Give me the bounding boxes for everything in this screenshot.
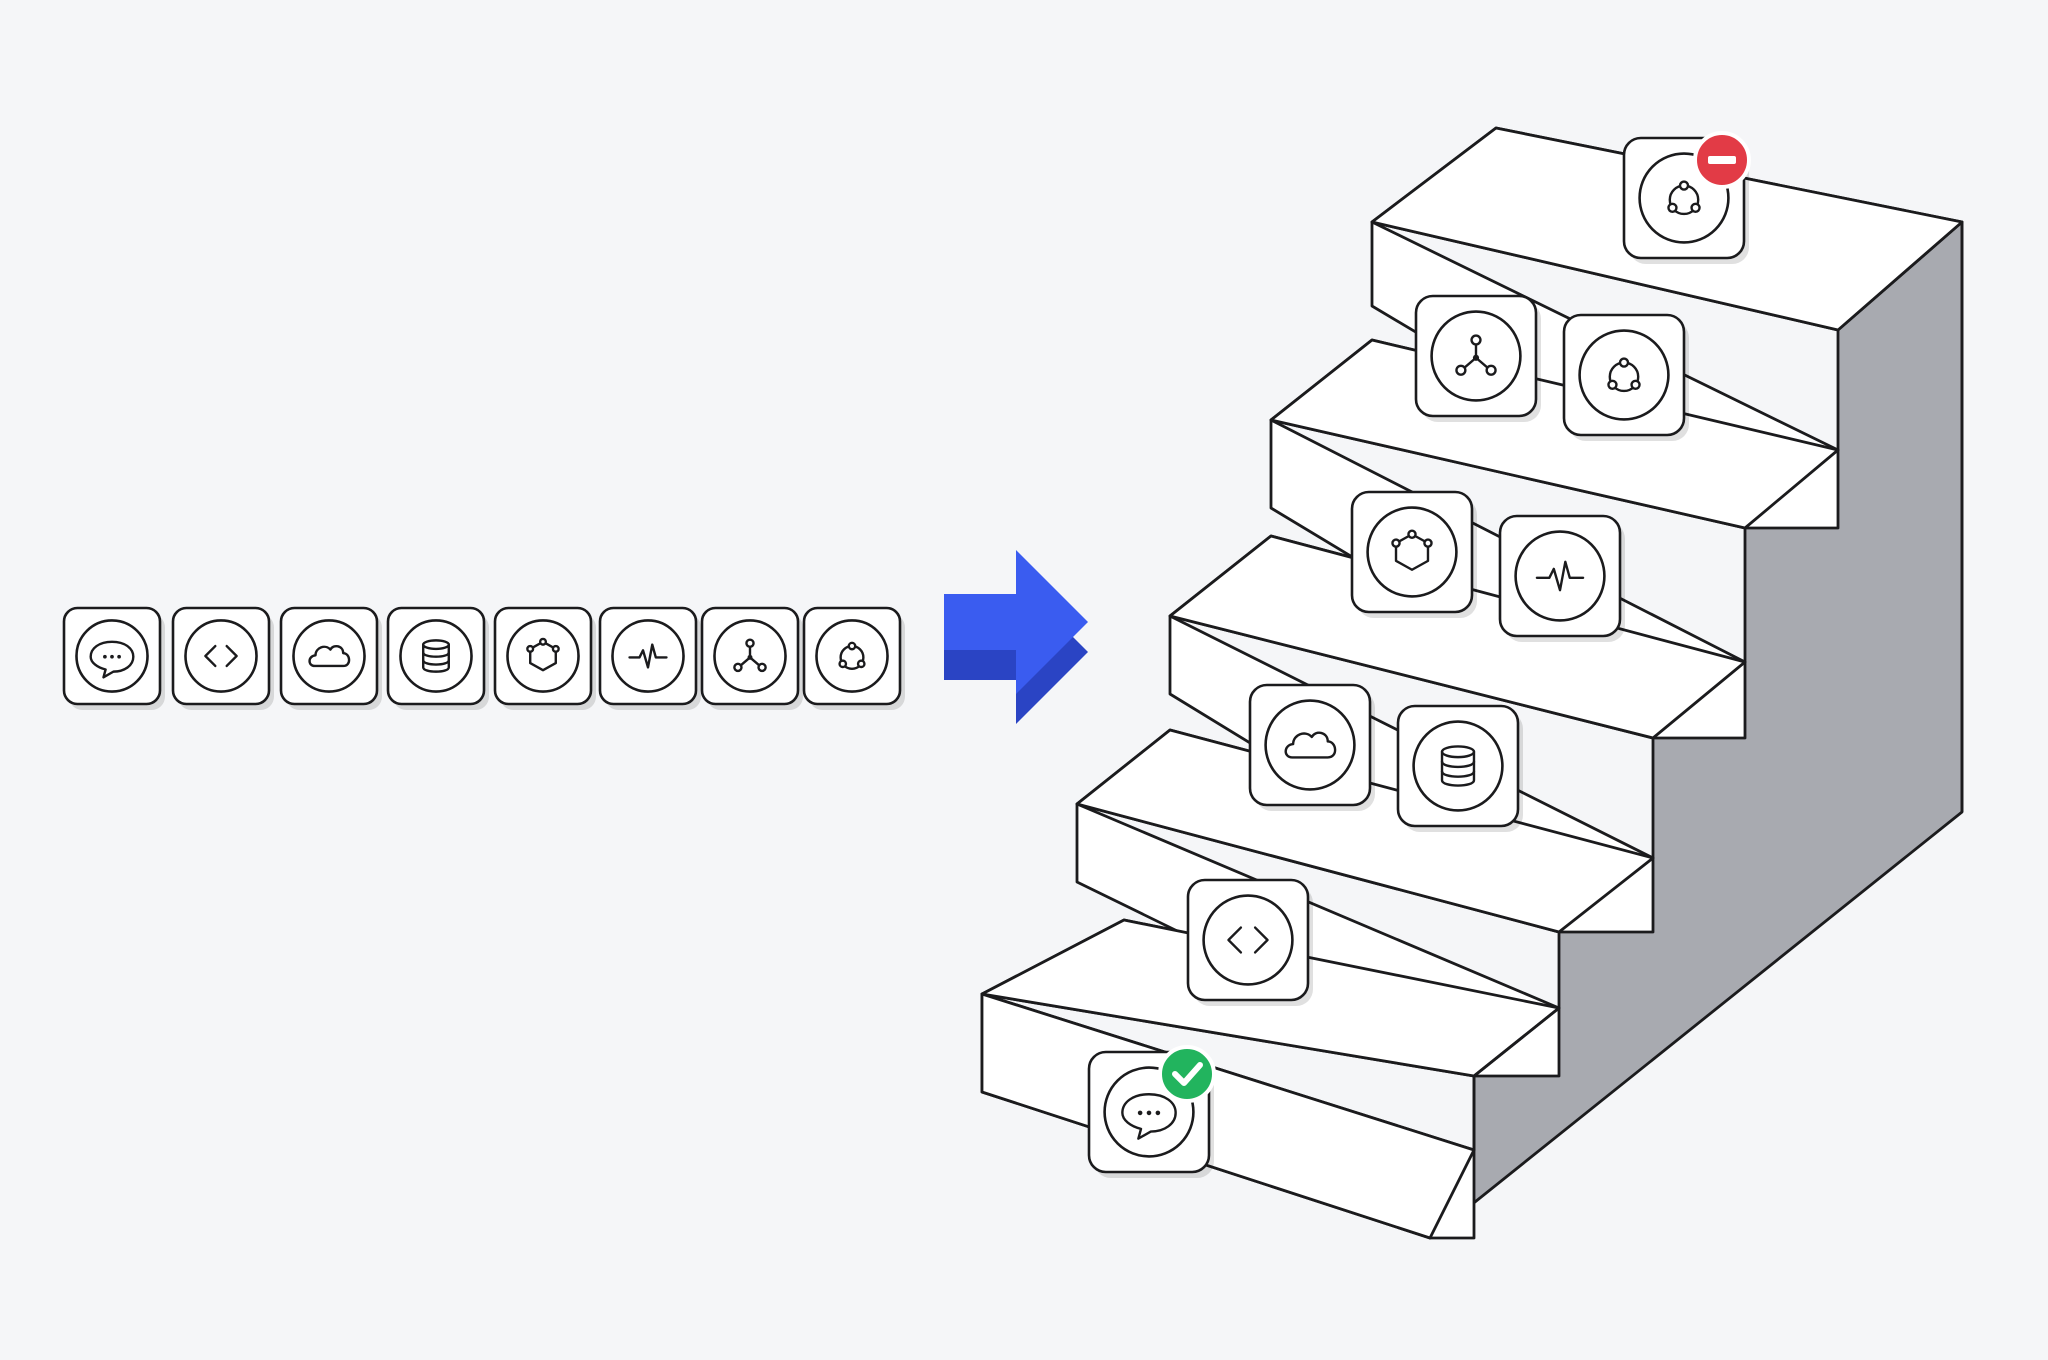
source-tile: [62, 606, 165, 710]
source-tile: [598, 606, 701, 710]
stair-tread: [1168, 534, 1747, 740]
database-icon: [1412, 720, 1504, 812]
database-icon: [399, 619, 473, 693]
chat-bubble-icon: [75, 619, 149, 693]
right-arrow-icon: [944, 550, 1088, 724]
hexagon-network-icon: [506, 619, 580, 693]
source-tile: [386, 606, 489, 710]
hexagon-network-icon: [1366, 506, 1458, 598]
cloud-icon: [292, 619, 366, 693]
step-tiles: [1087, 131, 1751, 1178]
source-tile: [700, 606, 803, 710]
code-brackets-icon: [1202, 894, 1294, 986]
source-icon-row: [62, 606, 905, 710]
source-tile: [171, 606, 274, 710]
chat-bubble-icon: [1103, 1066, 1195, 1158]
pulse-icon: [1514, 530, 1606, 622]
source-tile: [802, 606, 905, 710]
minus-badge-icon: [1693, 131, 1751, 189]
stair-tread: [1269, 338, 1840, 530]
step-tile: [1414, 294, 1541, 422]
branch-nodes-icon: [713, 619, 787, 693]
cycle-nodes-icon: [815, 619, 889, 693]
pulse-icon: [611, 619, 685, 693]
step-tile: [1498, 514, 1625, 642]
step-tile: [1248, 683, 1375, 811]
branch-nodes-icon: [1430, 310, 1522, 402]
step-tile: [1396, 704, 1523, 832]
step-tile: [1350, 490, 1477, 618]
stair-tread: [1075, 728, 1655, 934]
code-brackets-icon: [184, 619, 258, 693]
step-tile: [1186, 878, 1313, 1006]
cloud-icon: [1264, 699, 1356, 791]
step-tile: [1562, 313, 1689, 441]
check-badge-icon: [1158, 1045, 1216, 1103]
cycle-nodes-icon: [1638, 152, 1730, 244]
source-tile: [493, 606, 596, 710]
source-tile: [279, 606, 382, 710]
cycle-nodes-icon: [1578, 329, 1670, 421]
